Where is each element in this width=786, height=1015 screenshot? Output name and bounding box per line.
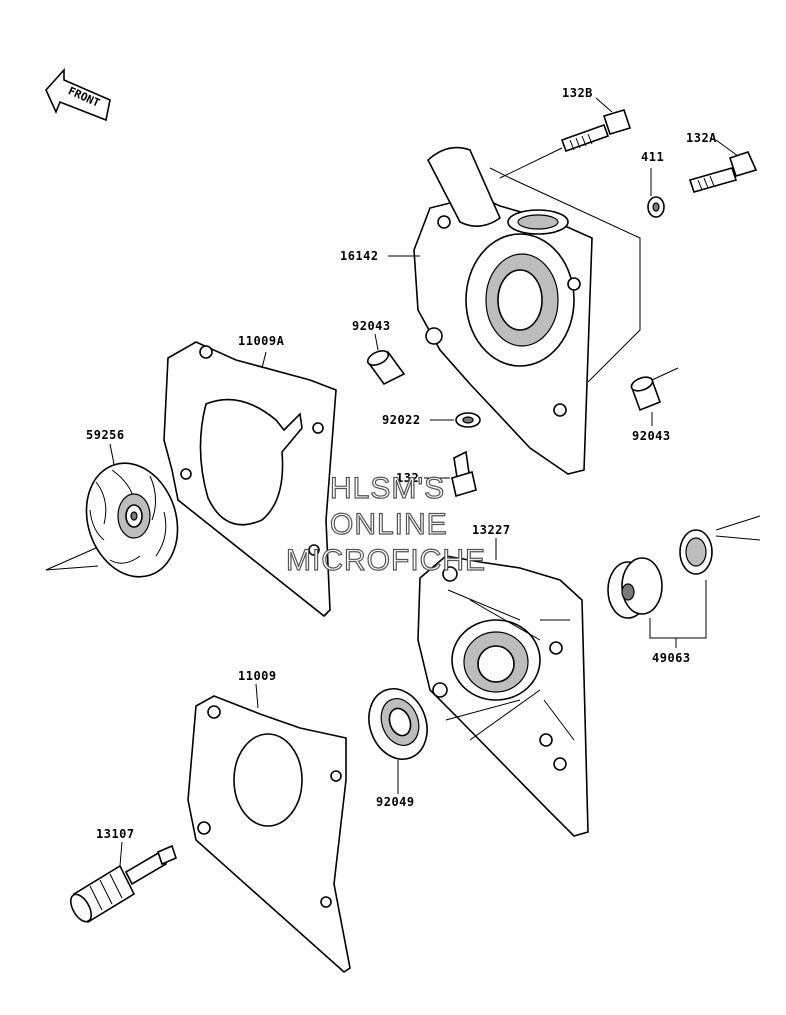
washer-411 — [647, 168, 665, 218]
dowel-92043-left — [366, 333, 406, 386]
washer-92022 — [430, 412, 481, 428]
housing-16142 — [388, 146, 641, 475]
seal-92049 — [368, 688, 428, 794]
gasket-11009a — [163, 341, 337, 618]
watermark: HLSM'S ONLINE MICROFICHE — [285, 471, 486, 577]
label-132: 132 — [396, 471, 419, 485]
label-411: 411 — [641, 150, 664, 164]
watermark-line-3: MICROFICHE — [286, 544, 486, 577]
bolt-132 — [424, 450, 477, 498]
dowel-92043-right — [630, 367, 679, 426]
gasket-11009 — [187, 683, 351, 974]
part-labels: 132B 132A 411 16142 92043 11009A 92022 9… — [86, 86, 717, 841]
label-132b: 132B — [562, 86, 593, 100]
bushing-49063 — [607, 515, 761, 648]
impeller-59256 — [45, 443, 179, 578]
label-16142: 16142 — [340, 249, 379, 263]
shaft-13107 — [69, 841, 177, 924]
label-11009: 11009 — [238, 669, 277, 683]
label-11009a: 11009A — [238, 334, 285, 348]
label-92049: 92049 — [376, 795, 415, 809]
front-arrow-icon: FRONT — [45, 67, 111, 122]
label-49063: 49063 — [652, 651, 691, 665]
label-92022: 92022 — [382, 413, 421, 427]
bolt-132a — [688, 139, 758, 193]
label-13227: 13227 — [472, 523, 511, 537]
label-92043-right: 92043 — [632, 429, 671, 443]
label-132a: 132A — [686, 131, 717, 145]
watermark-line-1: HLSM'S — [330, 472, 445, 505]
cover-13227 — [417, 538, 589, 837]
watermark-line-2: ONLINE — [330, 508, 448, 541]
label-59256: 59256 — [86, 428, 125, 442]
label-13107: 13107 — [96, 827, 135, 841]
label-92043-left: 92043 — [352, 319, 391, 333]
bolt-132b — [499, 97, 632, 179]
